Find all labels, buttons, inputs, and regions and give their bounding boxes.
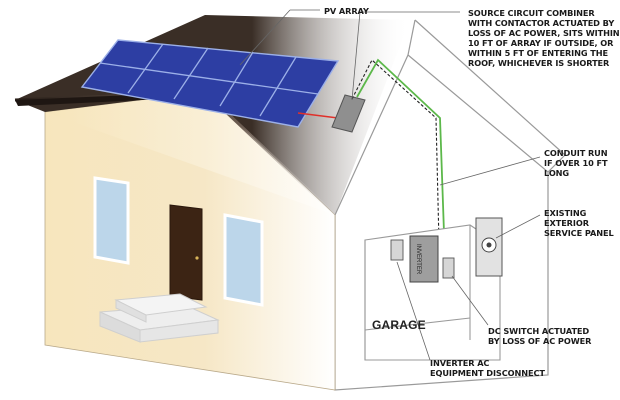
service-panel	[475, 217, 503, 277]
window-left	[93, 176, 130, 265]
service-panel-label-line: EXTERIOR	[544, 218, 589, 228]
dc-switch-label-line: BY LOSS OF AC POWER	[488, 336, 592, 346]
service-panel-label-line: SERVICE PANEL	[544, 228, 614, 238]
conduit-dashed	[351, 59, 441, 286]
combiner-label-line: LOSS OF AC POWER, SITS WITHIN	[468, 28, 620, 38]
ac-disconnect-label: INVERTER AC EQUIPMENT DISCONNECT	[430, 358, 545, 378]
combiner-box	[331, 94, 366, 133]
ac-disconnect-label-line: INVERTER AC	[430, 358, 490, 368]
ac-disconnect-label-line: EQUIPMENT DISCONNECT	[430, 368, 545, 378]
ac-disconnect-box	[390, 239, 404, 261]
pv-array	[80, 39, 340, 128]
pv-array-label: PV ARRAY	[324, 6, 369, 16]
combiner-label: SOURCE CIRCUIT COMBINER WITH CONTACTOR A…	[468, 8, 620, 68]
combiner-label-line: 10 FT OF ARRAY IF OUTSIDE, OR	[468, 38, 614, 48]
inverter-box	[409, 235, 439, 283]
inverter-label: INVERTER	[415, 244, 421, 275]
dc-switch-label: DC SWITCH ACTUATED BY LOSS OF AC POWER	[488, 326, 591, 346]
combiner-label-line: SOURCE CIRCUIT COMBINER	[468, 8, 595, 18]
leader-lines	[239, 9, 541, 361]
conduit-label: CONDUIT RUN IF OVER 10 FT LONG	[544, 148, 608, 178]
service-panel-label-line: EXISTING	[544, 208, 587, 218]
solar-house-diagram	[14, 9, 566, 391]
garage-label: GARAGE	[372, 318, 426, 332]
dc-wire-red	[297, 112, 339, 119]
front-gable	[45, 92, 335, 215]
window-right	[223, 213, 264, 307]
dc-switch-label-line: DC SWITCH ACTUATED	[488, 326, 590, 336]
service-panel-label: EXISTING EXTERIOR SERVICE PANEL	[544, 208, 614, 238]
combiner-label-line: ROOF, WHICHEVER IS SHORTER	[468, 58, 610, 68]
conduit-label-line: IF OVER 10 FT	[544, 158, 608, 168]
conduit-label-line: LONG	[544, 168, 570, 178]
combiner-label-line: WITH CONTACTOR ACTUATED BY	[468, 18, 615, 28]
front-steps	[99, 293, 220, 343]
dc-switch-box	[442, 257, 455, 279]
front-door	[169, 204, 203, 301]
conduit-label-line: CONDUIT RUN	[544, 148, 608, 158]
combiner-label-line: WITHIN 5 FT OF ENTERING THE	[468, 48, 608, 58]
